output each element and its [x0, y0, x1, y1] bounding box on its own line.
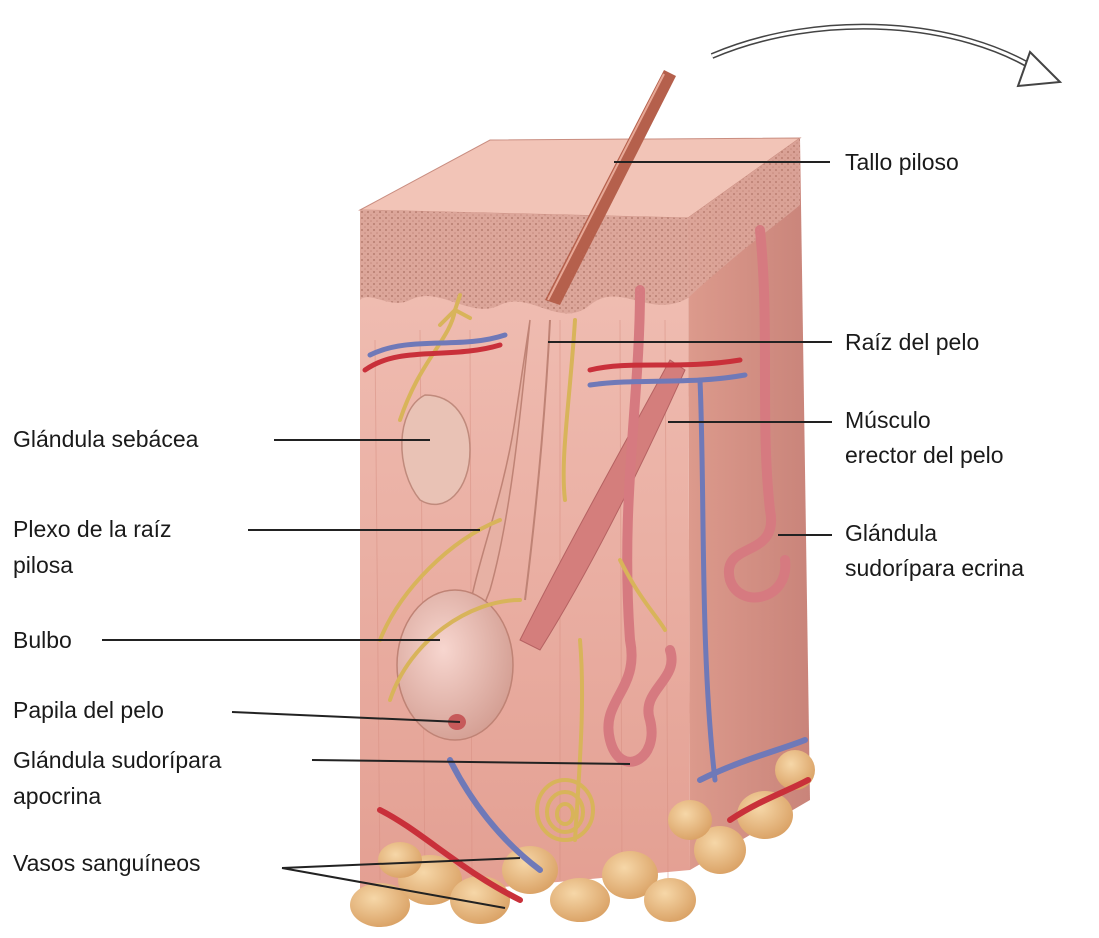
label-glandula-ecrina-2: sudorípara ecrina	[845, 553, 1024, 583]
label-raiz-del-pelo: Raíz del pelo	[845, 327, 979, 357]
label-glandula-apocrina-2: apocrina	[13, 781, 101, 811]
label-musculo-erector-2: erector del pelo	[845, 440, 1004, 470]
label-papila: Papila del pelo	[13, 695, 164, 725]
label-plexo-2: pilosa	[13, 550, 73, 580]
label-glandula-sebacea: Glándula sebácea	[13, 424, 198, 454]
label-glandula-apocrina-1: Glándula sudorípara	[13, 745, 221, 775]
curved-arrow	[712, 27, 1060, 86]
label-vasos: Vasos sanguíneos	[13, 848, 201, 878]
label-glandula-ecrina-1: Glándula	[845, 518, 937, 548]
label-tallo-piloso: Tallo piloso	[845, 147, 959, 177]
label-bulbo: Bulbo	[13, 625, 72, 655]
label-musculo-erector-1: Músculo	[845, 405, 931, 435]
label-plexo-1: Plexo de la raíz	[13, 514, 172, 544]
